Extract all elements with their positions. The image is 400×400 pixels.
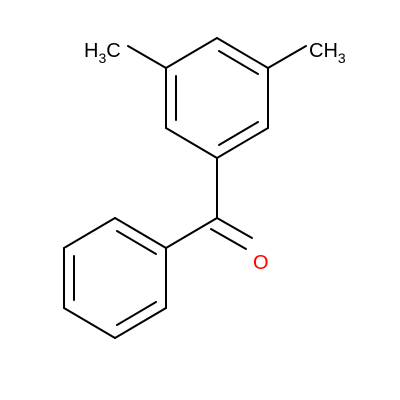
- bond-ring2-c3-c4: [63, 307, 116, 339]
- bond-ring1-c3-c4: [216, 127, 269, 159]
- bond-carbonyl-oxygen-2: [210, 228, 247, 250]
- methyl-left-c: C: [106, 40, 120, 62]
- methyl-right-ch: CH: [309, 40, 338, 62]
- methyl-right-subscript: 3: [338, 50, 346, 66]
- double-bond-ring2-c6-c1: [116, 230, 157, 255]
- bond-ring2-c5-c6: [63, 217, 116, 249]
- methyl-right-label: CH3: [309, 40, 346, 66]
- double-bond-ring2-c2-c3: [116, 301, 157, 326]
- methyl-left-label: H3C: [84, 40, 121, 66]
- bond-carbonyl-oxygen-1: [216, 217, 253, 239]
- methyl-left-h: H: [84, 40, 98, 62]
- bond-methyl-right: [267, 45, 307, 69]
- bond-ring1-c6-c1: [165, 37, 218, 69]
- dimethylphenyl-ring: [165, 37, 269, 159]
- bond-ring2-c2-c3: [114, 307, 167, 339]
- phenyl-ring: [63, 217, 167, 339]
- bond-ring1-c1-c2: [216, 37, 269, 69]
- bond-ring2-c6-c1: [114, 217, 167, 249]
- double-bond-ring1-c3-c4: [218, 121, 259, 146]
- methyl-left-subscript: 3: [98, 50, 106, 66]
- bond-carbonyl-to-ring2: [165, 217, 218, 249]
- bond-ring1-c4-c5: [165, 127, 218, 159]
- double-bond-ring1-c1-c2: [218, 50, 259, 75]
- bond-methyl-left: [127, 45, 167, 69]
- carbonyl-oxygen-label: O: [253, 252, 269, 274]
